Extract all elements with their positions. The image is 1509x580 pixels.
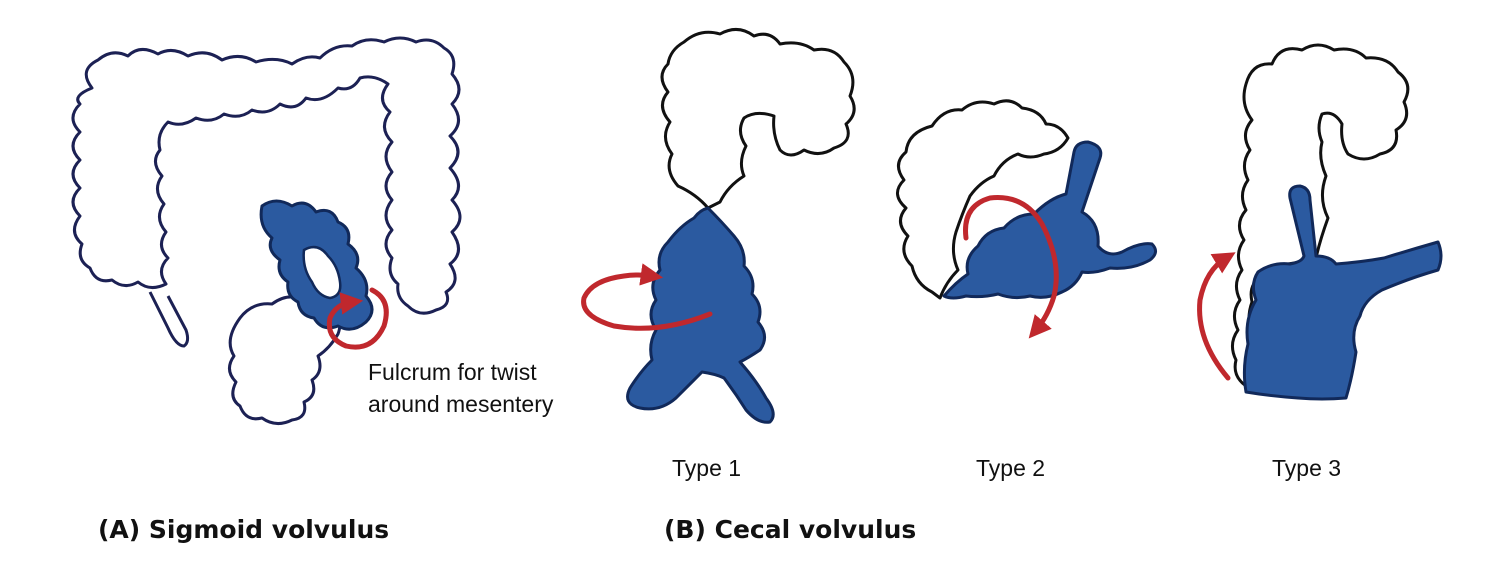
type-1-label: Type 1 <box>672 455 741 481</box>
type-3-label: Type 3 <box>1272 455 1341 481</box>
appendix-outline <box>148 291 190 348</box>
type-1-colon-outline <box>660 28 856 210</box>
type-3-cecum <box>1242 184 1443 401</box>
panel-b-caption: (B) Cecal volvulus <box>664 515 916 544</box>
fulcrum-annotation-line2: around mesentery <box>368 391 554 417</box>
type-3-rotation-arrow <box>1197 252 1236 381</box>
type-1-illustration: Type 1 <box>581 28 856 481</box>
fulcrum-annotation-line1: Fulcrum for twist <box>368 359 537 385</box>
type-2-rotation-arrow <box>963 195 1059 339</box>
colon-outline <box>71 36 462 315</box>
type-1-rotation-arrow <box>581 263 713 331</box>
panel-b-cecal: Type 1 Type 2 Type 3 (B) Cecal volvulus <box>581 28 1443 544</box>
type-2-cecum <box>942 140 1157 300</box>
type-3-illustration: Type 3 <box>1197 43 1443 481</box>
panel-a-sigmoid: Fulcrum for twist around mesentery (A) S… <box>71 36 554 544</box>
type-2-colon-outline <box>896 99 1070 300</box>
type-2-illustration: Type 2 <box>896 99 1157 481</box>
type-2-label: Type 2 <box>976 455 1045 481</box>
fulcrum-twist-arrow <box>326 287 389 350</box>
sigmoid-inner-loop <box>302 245 342 300</box>
panel-a-caption: (A) Sigmoid volvulus <box>98 515 389 544</box>
